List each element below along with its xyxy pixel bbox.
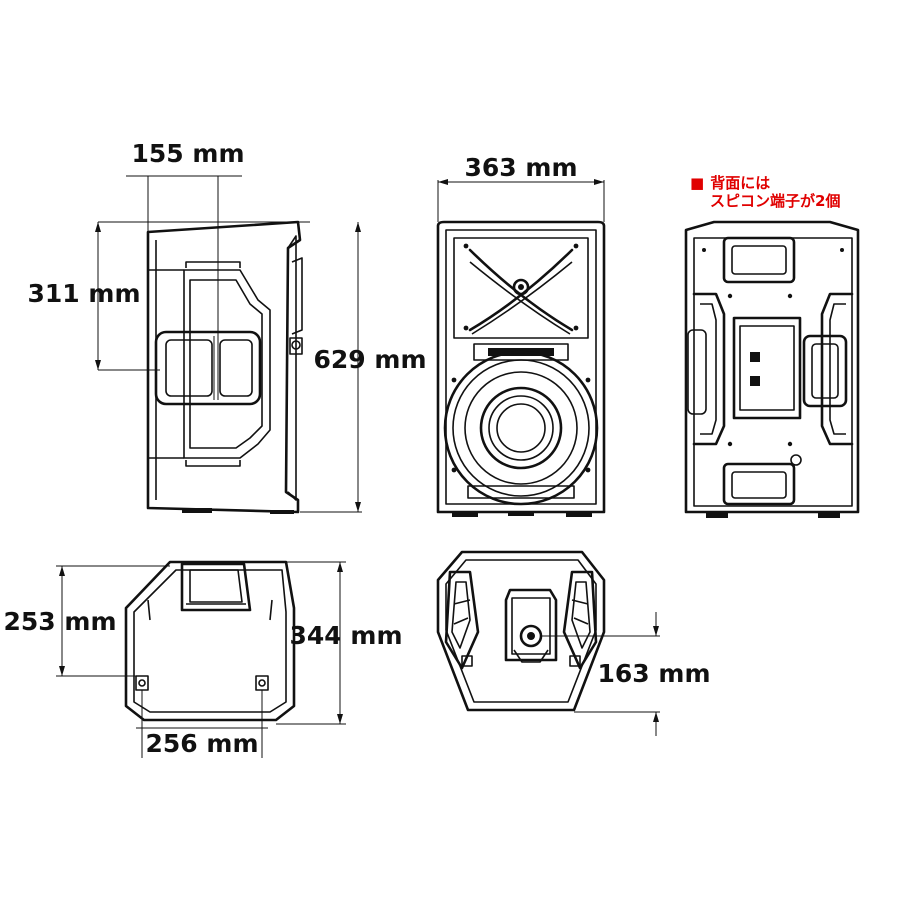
- bottom-depth-total-label: 344 mm: [290, 621, 403, 650]
- front-view: 363 mm: [436, 153, 606, 517]
- rear-note-line2: スピコン端子が2個: [710, 192, 840, 210]
- foot-spacing-label: 256 mm: [146, 729, 259, 758]
- side-depth-label: 155 mm: [132, 139, 245, 168]
- pole-socket-label: 163 mm: [598, 659, 711, 688]
- side-height-label: 311 mm: [28, 279, 141, 308]
- side-view: 155 mm 311 mm 629 mm: [28, 139, 427, 514]
- rear-view: ■背面には スピコン端子が2個: [684, 174, 860, 518]
- bottom-depth-label: 253 mm: [4, 607, 117, 636]
- total-height-label: 629 mm: [314, 345, 427, 374]
- bottom-view: 253 mm 344 mm 256 mm: [4, 560, 403, 758]
- pole-socket-view: 163 mm: [436, 550, 711, 736]
- rear-note-line1: ■背面には: [690, 174, 770, 192]
- front-width-label: 363 mm: [465, 153, 578, 182]
